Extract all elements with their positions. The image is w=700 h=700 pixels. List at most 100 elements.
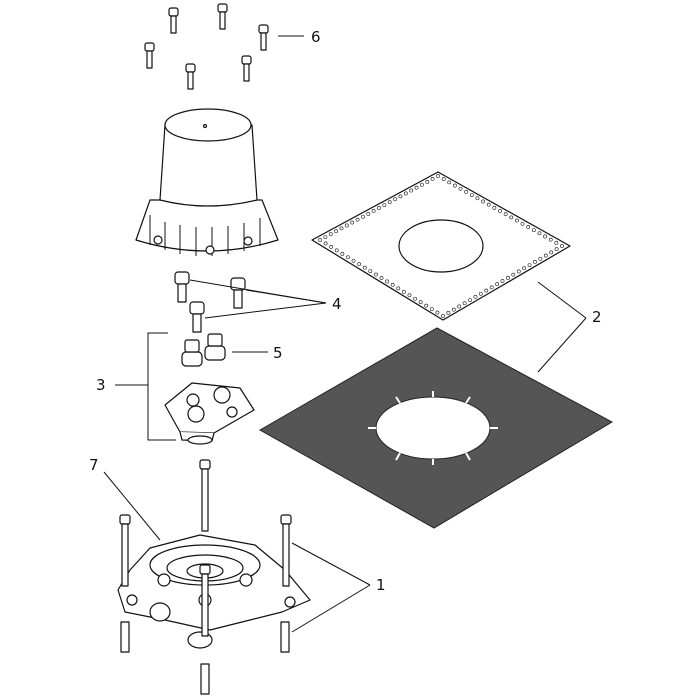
- perforation-hole: [462, 301, 467, 306]
- perforation-hole: [554, 247, 559, 252]
- cover-cap: [135, 108, 279, 256]
- perforation-hole: [357, 262, 362, 267]
- perforation-hole: [436, 174, 440, 178]
- perforation-hole: [554, 240, 559, 245]
- perforation-hole: [478, 291, 483, 296]
- callout-7: 7: [89, 456, 99, 474]
- perforation-hole: [350, 220, 355, 225]
- perforation-hole: [323, 241, 328, 246]
- screw: [258, 24, 269, 51]
- screw: [144, 42, 155, 69]
- perforation-hole: [393, 197, 397, 202]
- perforation-hole: [543, 234, 547, 239]
- perforation-hole: [374, 272, 378, 277]
- perforation-hole: [379, 276, 384, 280]
- perforation-hole: [385, 279, 389, 284]
- screw-set-part-6: [144, 3, 269, 90]
- perforation-hole: [430, 177, 435, 181]
- perforation-hole: [475, 196, 480, 201]
- perforation-hole: [339, 226, 344, 231]
- stud: [120, 621, 130, 653]
- bolts-part-1: [119, 459, 292, 695]
- perforation-hole: [522, 266, 527, 271]
- callout-4: 4: [332, 295, 342, 313]
- perforation-hole: [481, 199, 485, 204]
- perforation-hole: [323, 235, 328, 239]
- perforation-hole: [425, 179, 430, 184]
- perforation-hole: [548, 237, 553, 242]
- perforation-hole: [538, 256, 543, 261]
- cap-screws-part-4: [174, 271, 246, 333]
- plugs-part-5: [181, 333, 226, 367]
- stud: [200, 663, 210, 695]
- cap-screw: [230, 277, 246, 309]
- perforation-hole: [543, 253, 548, 258]
- perforation-hole: [418, 300, 423, 305]
- perforation-hole: [509, 215, 514, 220]
- callout-6: 6: [311, 28, 321, 46]
- perforation-hole: [382, 203, 387, 207]
- plug: [181, 339, 203, 367]
- perforation-hole: [318, 238, 322, 242]
- valve-block-part-3: [164, 382, 255, 445]
- perforation-hole: [429, 307, 434, 311]
- perforation-hole: [407, 293, 412, 298]
- perforation-hole: [371, 209, 376, 213]
- perforation-hole: [484, 288, 489, 293]
- perforation-hole: [441, 177, 446, 182]
- long-bolt: [199, 459, 211, 532]
- perforation-hole: [441, 314, 445, 318]
- perforation-hole: [500, 279, 505, 283]
- leader-lines: [103, 35, 587, 633]
- perforation-hole: [451, 307, 456, 312]
- perforation-hole: [515, 218, 519, 223]
- long-bolt: [280, 514, 292, 587]
- perforation-hole: [334, 248, 339, 253]
- perforation-hole: [334, 229, 338, 234]
- plug: [204, 333, 226, 361]
- perforation-hole: [537, 231, 542, 236]
- perforation-hole: [328, 232, 333, 237]
- callout-5: 5: [273, 344, 283, 362]
- perforation-hole: [396, 286, 401, 291]
- perforation-hole: [409, 188, 414, 193]
- perforation-hole: [511, 272, 516, 277]
- perforation-hole: [492, 205, 497, 210]
- perforation-hole: [486, 202, 491, 207]
- perforation-hole: [368, 269, 373, 273]
- perforation-hole: [329, 245, 334, 249]
- perforation-hole: [420, 182, 424, 187]
- screw: [185, 63, 196, 90]
- perforation-hole: [340, 251, 345, 256]
- screw: [168, 7, 179, 34]
- perforation-hole: [520, 221, 525, 226]
- perforation-hole: [387, 200, 392, 205]
- callout-2: 2: [592, 308, 602, 326]
- perforation-hole: [458, 186, 463, 191]
- callout-3: 3: [96, 376, 106, 394]
- perforation-hole: [457, 304, 462, 309]
- perforation-hole: [414, 185, 419, 190]
- perforation-hole: [489, 285, 494, 290]
- perforation-hole: [498, 209, 502, 213]
- perforation-hole: [362, 265, 367, 270]
- cap-screw: [189, 301, 205, 333]
- perforation-hole: [361, 214, 365, 219]
- perforation-hole: [351, 258, 356, 263]
- stud: [280, 621, 290, 653]
- perforation-hole: [495, 282, 499, 287]
- perforated-sheet-part-2: [311, 171, 571, 321]
- perforation-hole: [355, 217, 360, 222]
- perforation-hole: [516, 269, 521, 274]
- sheet-perforations: [318, 174, 564, 318]
- perforation-hole: [413, 296, 417, 301]
- screw: [217, 3, 228, 30]
- perforation-hole: [366, 211, 371, 216]
- perforation-hole: [447, 180, 452, 185]
- perforation-hole: [435, 310, 440, 315]
- membrane-sheet-part-2: [258, 327, 614, 529]
- perforation-hole: [526, 225, 531, 229]
- perforation-hole: [533, 260, 537, 264]
- callout-1: 1: [376, 576, 386, 594]
- perforation-hole: [424, 303, 429, 308]
